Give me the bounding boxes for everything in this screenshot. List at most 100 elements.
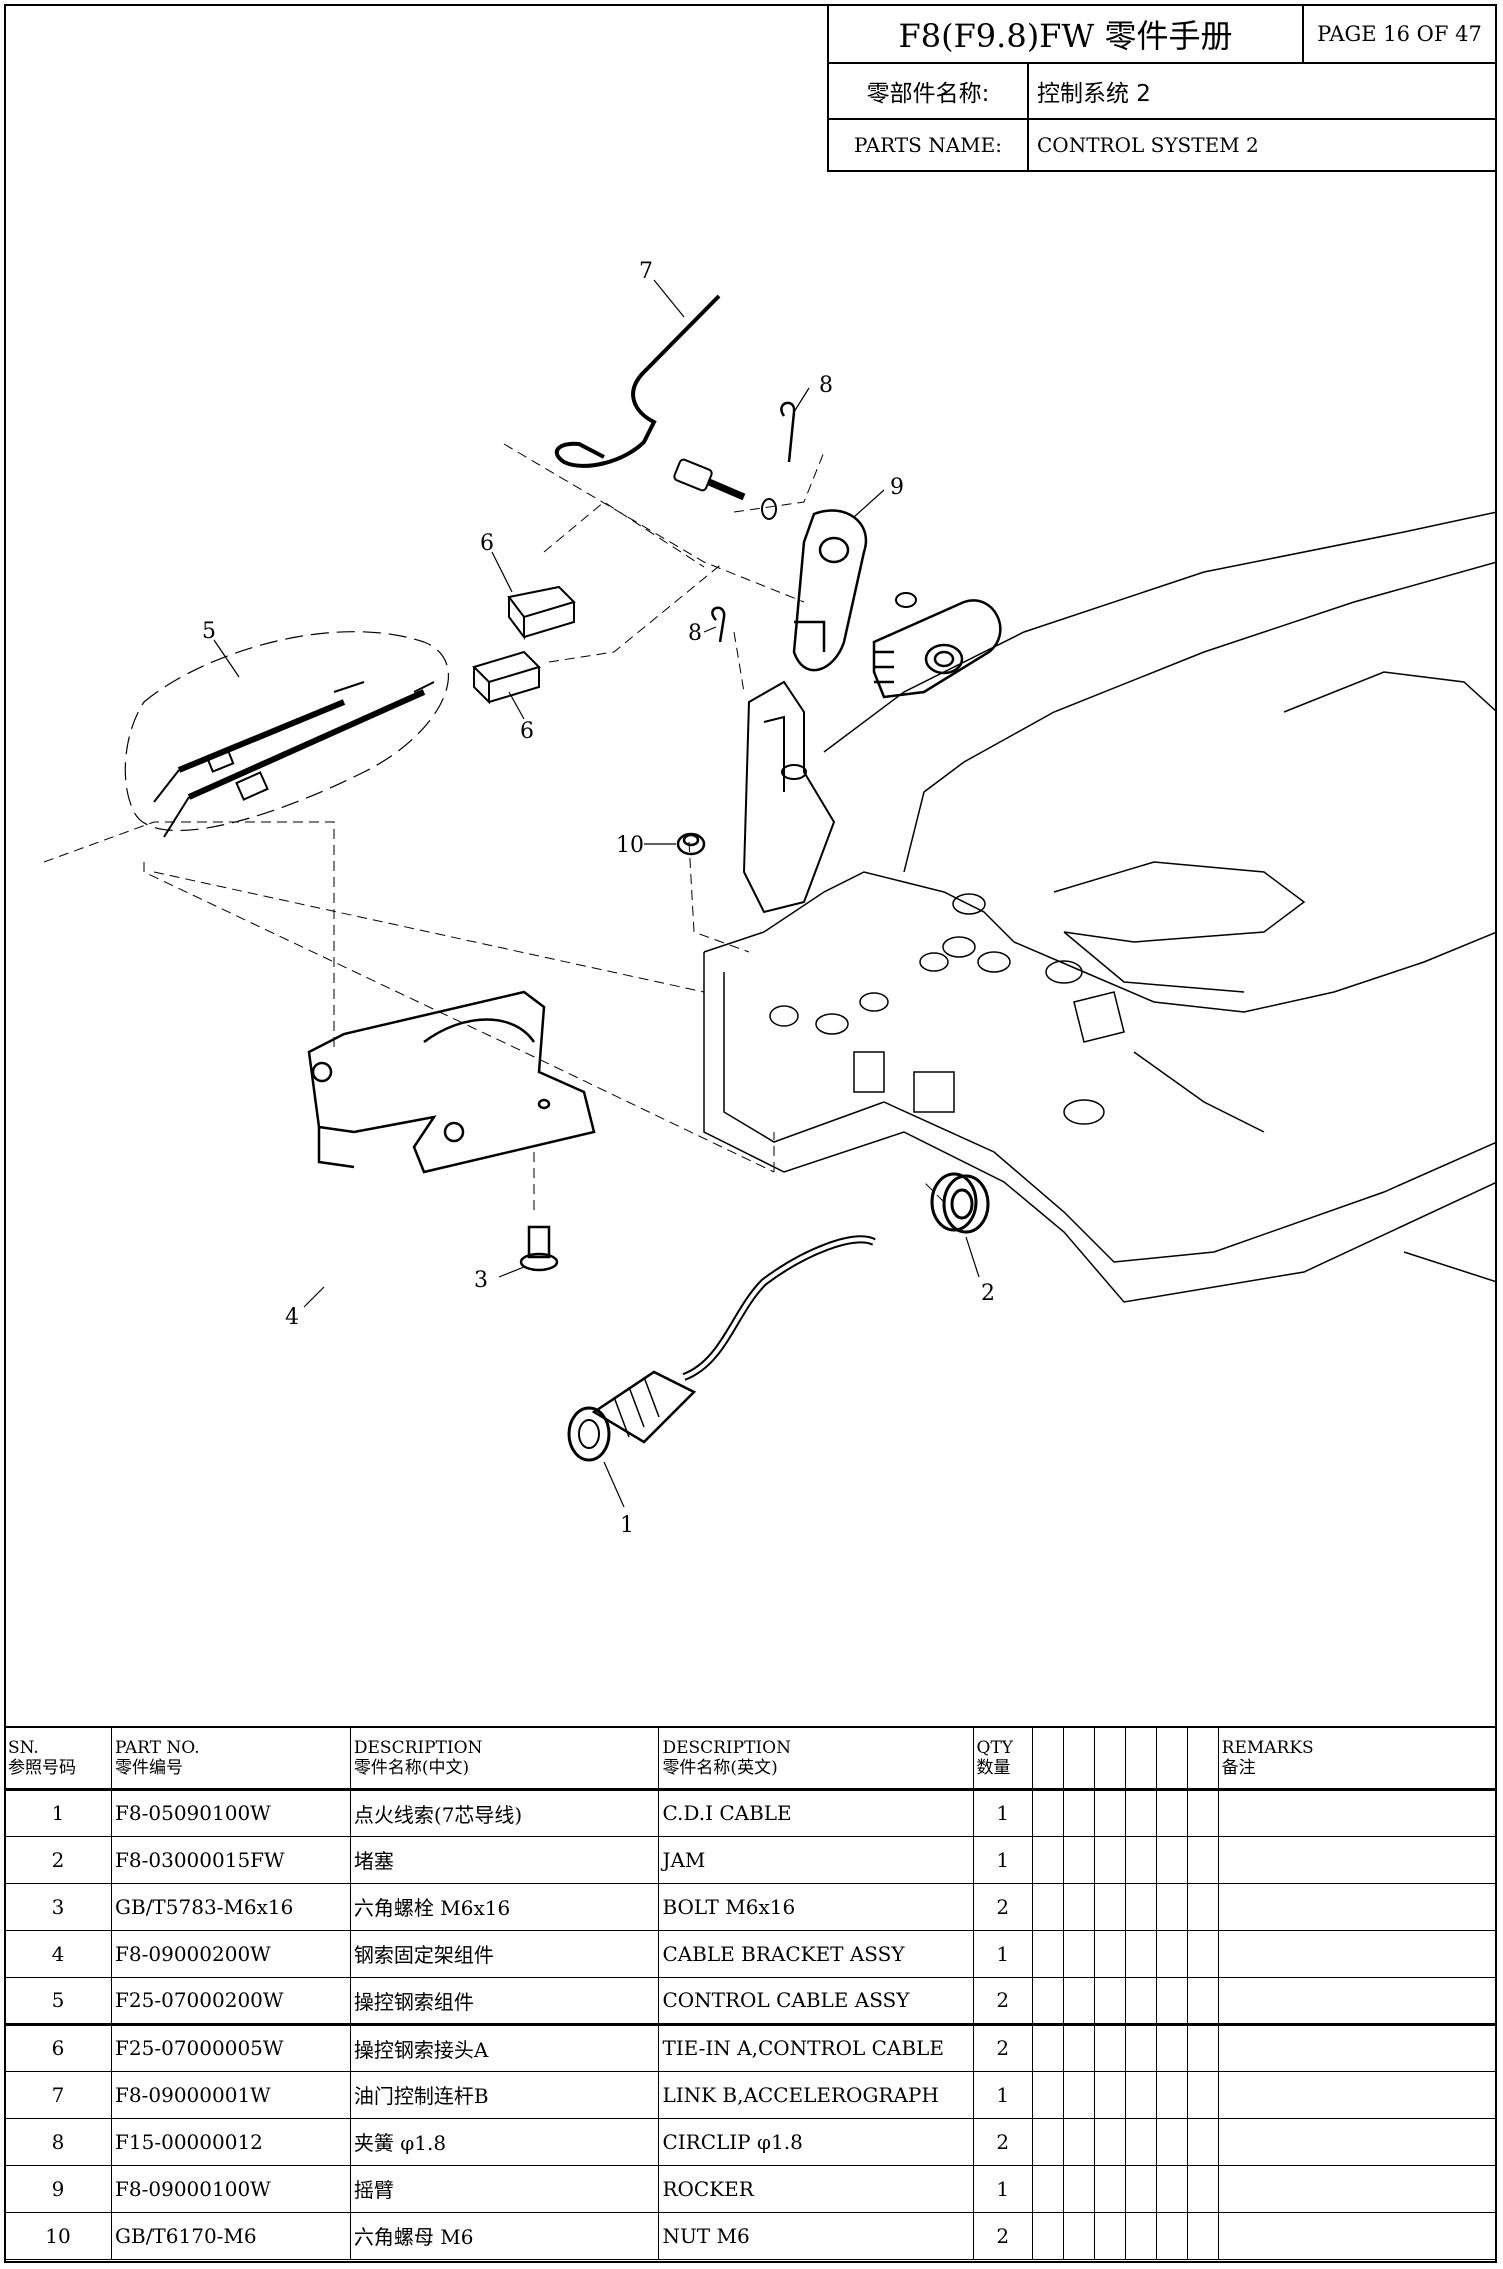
cell-empty: [1155, 2211, 1188, 2260]
cell-sn: 5: [3, 1976, 113, 2025]
cell-empty: [1155, 1976, 1188, 2025]
cell-desc-en: JAM: [658, 1835, 974, 1884]
header-qty: QTY 数量: [972, 1726, 1033, 1791]
throttle-lever-bracket: [742, 680, 836, 914]
cell-sn: 9: [3, 2164, 113, 2213]
cell-empty: [1186, 2022, 1219, 2072]
cell-sn: 7: [3, 2070, 113, 2119]
cell-sn: 3: [3, 1882, 113, 1931]
callouts: 7 8 9 6 5 8 6 10 4 3 2 1: [202, 259, 995, 1538]
cell-empty: [1124, 2117, 1157, 2166]
header-empty: [1093, 1726, 1126, 1791]
cell-empty: [1093, 2164, 1126, 2213]
cell-desc-en: CIRCLIP φ1.8: [658, 2117, 974, 2166]
cell-empty: [1031, 2117, 1064, 2166]
cell-desc-cn: 钢索固定架组件: [349, 1929, 660, 1978]
cell-empty: [1031, 2022, 1064, 2072]
cell-empty: [1155, 1882, 1188, 1931]
part-2-jam: [930, 1172, 990, 1234]
callout-1: 1: [620, 1513, 634, 1538]
cell-desc-en: TIE-IN A,CONTROL CABLE: [658, 2022, 974, 2072]
cell-empty: [1093, 1976, 1126, 2025]
cell-qty: 2: [972, 2117, 1033, 2166]
exploded-view-drawing: 7 8 9 6 5 8 6 10 4 3 2 1: [43, 259, 1497, 1538]
callout-6-top: 6: [480, 531, 494, 556]
cell-empty: [1093, 2022, 1126, 2072]
cell-desc-en: ROCKER: [658, 2164, 974, 2213]
cell-empty: [1031, 2164, 1064, 2213]
parts-name-value-en: CONTROL SYSTEM 2: [1037, 133, 1259, 157]
cell-empty: [1186, 2211, 1219, 2260]
callout-7: 7: [639, 259, 653, 284]
parts-name-label-cn: 零部件名称:: [829, 64, 1029, 120]
cell-sn: 1: [3, 1788, 113, 1837]
cell-empty: [1031, 1929, 1064, 1978]
cell-desc-cn: 摇臂: [349, 2164, 660, 2213]
cell-empty: [1186, 1882, 1219, 1931]
cell-desc-en: LINK B,ACCELEROGRAPH: [658, 2070, 974, 2119]
parts-table-header: SN. 参照号码 PART NO. 零件编号 DESCRIPTION 零件名称(…: [3, 1726, 1498, 1791]
part-4-cable-bracket: [307, 990, 596, 1174]
callout-9: 9: [890, 475, 904, 500]
cell-sn: 8: [3, 2117, 113, 2166]
cell-desc-cn: 六角螺栓 M6x16: [349, 1882, 660, 1931]
cell-qty: 1: [972, 1929, 1033, 1978]
parts-name-value-cn: 控制系统 2: [1029, 64, 1495, 120]
cell-remarks: [1217, 2117, 1498, 2166]
cell-empty: [1186, 1929, 1219, 1978]
header-empty: [1031, 1726, 1064, 1791]
cell-empty: [1062, 2164, 1095, 2213]
cell-empty: [1031, 1788, 1064, 1837]
cell-part-no: GB/T6170-M6: [111, 2211, 351, 2260]
cell-remarks: [1217, 2022, 1498, 2072]
cell-empty: [1155, 2117, 1188, 2166]
cell-remarks: [1217, 1835, 1498, 1884]
leader-lines: [213, 279, 980, 1508]
cell-empty: [1062, 1929, 1095, 1978]
cell-qty: 2: [972, 1976, 1033, 2025]
parts-name-label-en: PARTS NAME:: [829, 120, 1029, 170]
cell-sn: 6: [3, 2022, 113, 2072]
part-8-circlip: [711, 401, 796, 643]
callout-6-bottom: 6: [520, 719, 534, 744]
cell-empty: [1062, 1788, 1095, 1837]
bolt-and-washer: [673, 458, 917, 608]
cell-empty: [1186, 2164, 1219, 2213]
cell-remarks: [1217, 2070, 1498, 2119]
cell-empty: [1124, 2022, 1157, 2072]
cell-empty: [1186, 1788, 1219, 1837]
cell-empty: [1093, 1788, 1126, 1837]
header-desc-en: DESCRIPTION 零件名称(英文): [658, 1726, 974, 1791]
header-empty: [1155, 1726, 1188, 1791]
cell-empty: [1062, 2211, 1095, 2260]
header-remarks: REMARKS 备注: [1217, 1726, 1498, 1791]
cell-empty: [1031, 1882, 1064, 1931]
cell-empty: [1062, 1976, 1095, 2025]
cell-desc-cn: 堵塞: [349, 1835, 660, 1884]
guide-lines: [43, 443, 945, 1212]
header-empty: [1124, 1726, 1157, 1791]
cell-part-no: F8-09000001W: [111, 2070, 351, 2119]
cell-qty: 2: [972, 2211, 1033, 2260]
engine-housing: [703, 511, 1497, 1303]
cell-empty: [1186, 2070, 1219, 2119]
cell-sn: 10: [3, 2211, 113, 2260]
callout-5: 5: [202, 619, 216, 644]
cell-empty: [1124, 2164, 1157, 2213]
cell-desc-en: BOLT M6x16: [658, 1882, 974, 1931]
cell-empty: [1093, 2070, 1126, 2119]
cell-desc-en: CONTROL CABLE ASSY: [658, 1976, 974, 2025]
cell-qty: 2: [972, 2022, 1033, 2072]
cell-empty: [1093, 2117, 1126, 2166]
part-3-bolt: [519, 1225, 559, 1272]
page-number: PAGE 16 OF 47: [1304, 6, 1495, 64]
cell-empty: [1155, 1929, 1188, 1978]
manual-title: F8(F9.8)FW 零件手册: [829, 6, 1304, 64]
